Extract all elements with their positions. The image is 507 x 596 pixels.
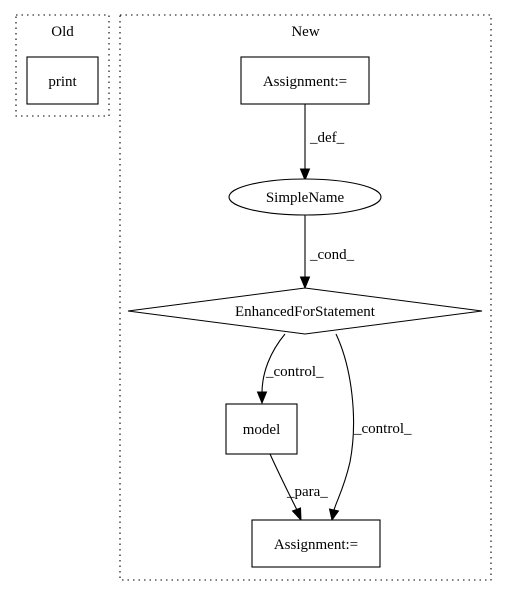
cluster-old-label: Old — [51, 24, 74, 40]
edge-para: _para_ — [269, 453, 328, 522]
node-simple-name: SimpleName — [228, 178, 382, 216]
node-assignment-top: Assignment:= — [240, 56, 370, 105]
node-enhanced-for-diamond — [127, 287, 483, 335]
cluster-new-label: New — [291, 24, 319, 40]
node-model: model — [225, 403, 298, 455]
edge-control-model-arrowhead — [256, 391, 268, 405]
node-print: print — [26, 56, 99, 105]
edge-def-label: _def_ — [309, 130, 345, 146]
node-assignment-bottom-label: Assignment:= — [274, 537, 358, 553]
node-simple-name-label: SimpleName — [266, 190, 345, 206]
edge-para-line — [269, 453, 298, 511]
node-assignment-top-box — [240, 56, 370, 105]
node-print-box — [26, 56, 99, 105]
node-enhanced-for-label: EnhancedForStatement — [235, 304, 376, 320]
edge-control-assign-line — [333, 333, 355, 511]
node-assignment-top-label: Assignment:= — [263, 74, 347, 90]
edge-control-model-line — [261, 333, 286, 394]
cluster-old: Old — [15, 14, 110, 117]
edge-cond: _cond_ — [299, 215, 355, 290]
edge-def: _def_ — [299, 104, 345, 182]
edge-control-assign-arrowhead — [328, 508, 340, 522]
cluster-new: New — [119, 14, 492, 581]
node-model-box — [225, 403, 298, 455]
edge-control-assign: _control_ — [328, 333, 412, 522]
node-assignment-bottom: Assignment:= — [251, 519, 381, 568]
edge-control-model-label: _control_ — [265, 364, 324, 380]
cluster-new-border — [119, 14, 492, 581]
node-enhanced-for: EnhancedForStatement — [127, 287, 483, 335]
node-assignment-bottom-box — [251, 519, 381, 568]
edge-para-label: _para_ — [286, 484, 328, 500]
edge-cond-arrowhead — [299, 276, 311, 290]
node-model-label: model — [243, 422, 281, 438]
node-print-label: print — [48, 74, 77, 90]
edge-control-assign-label: _control_ — [353, 421, 412, 437]
edge-cond-label: _cond_ — [309, 247, 355, 263]
edge-def-arrowhead — [299, 168, 311, 182]
edge-para-arrowhead — [291, 507, 302, 522]
node-simple-name-ellipse — [228, 178, 382, 216]
edge-control-model: _control_ — [256, 333, 324, 405]
cluster-old-border — [15, 14, 110, 117]
